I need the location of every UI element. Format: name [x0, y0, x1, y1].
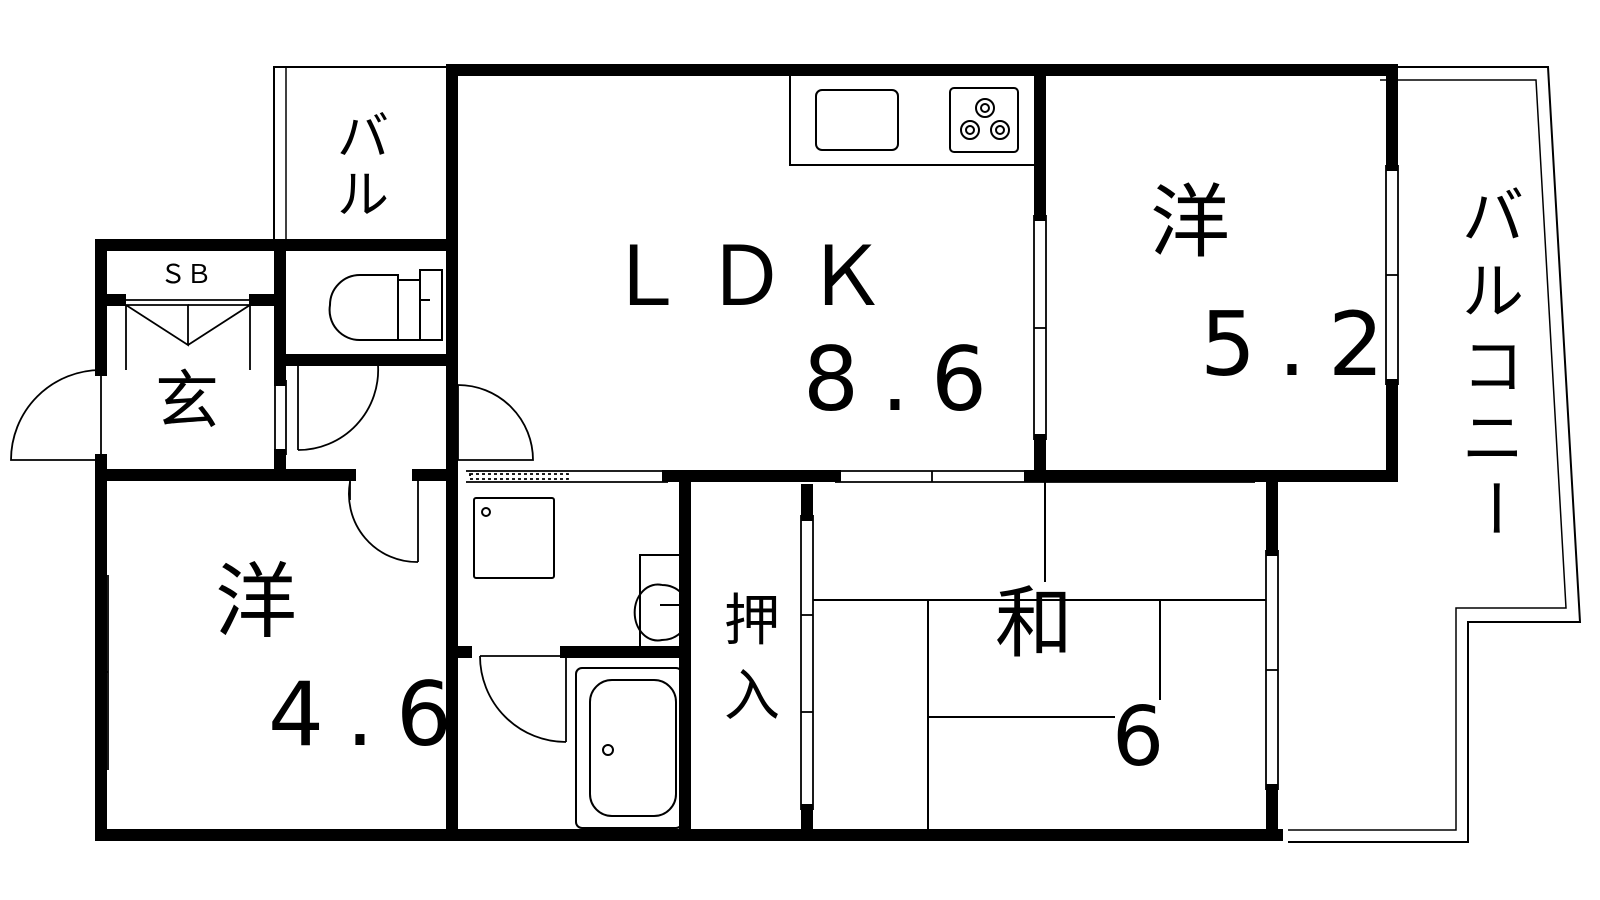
small-balcony-label-top: バ [337, 108, 389, 168]
balcony-label-char-1: バ [1462, 180, 1524, 253]
small-balcony-label-bottom: ル [337, 166, 389, 226]
shoe-box-label: ＳＢ [160, 260, 212, 290]
japanese-size: 6 [1112, 690, 1164, 785]
toilet-icon [328, 269, 443, 342]
doors [10, 364, 567, 743]
bathtub-icon [575, 667, 683, 829]
ldk-size: 8.6 [803, 328, 1009, 431]
western-east-label: 洋 [1150, 176, 1230, 269]
balcony-label-char-5: ー [1458, 477, 1531, 539]
windows [95, 165, 1399, 810]
closet-label-top: 押 [724, 589, 780, 654]
washroom-fixtures [473, 497, 691, 651]
entrance-closet [120, 299, 255, 370]
western-west-label: 洋 [215, 555, 297, 650]
ldk-label: ＬＤＫ [605, 230, 905, 325]
balcony-label-char-3: コ [1462, 330, 1524, 403]
balcony-outlines [273, 66, 1582, 843]
closet-label-bottom: 入 [724, 664, 780, 729]
japanese-label: 和 [995, 579, 1073, 669]
entrance-label: 玄 [155, 365, 219, 439]
western-east-size: 5.2 [1200, 293, 1406, 396]
tatami-lines [813, 482, 1266, 829]
balcony-label-char-4: ニ [1462, 402, 1524, 475]
balcony-label-char-2: ル [1462, 255, 1524, 328]
western-west-size: 4.6 [268, 663, 474, 766]
kitchen-counter [789, 76, 1034, 166]
